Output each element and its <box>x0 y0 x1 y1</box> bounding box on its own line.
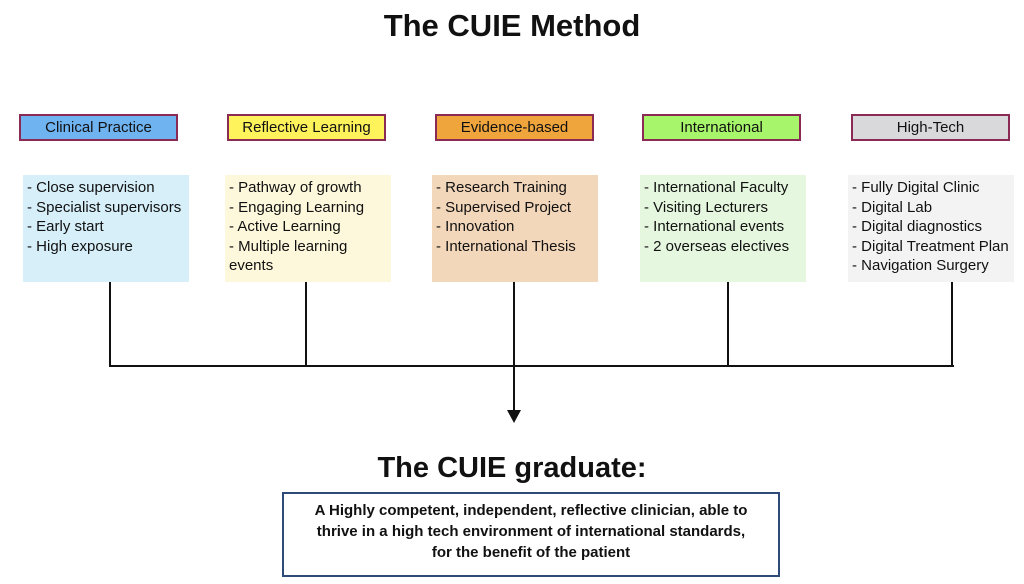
pillar-item: events <box>229 257 274 274</box>
graduate-description-box: A Highly competent, independent, reflect… <box>282 492 780 577</box>
pillar-item: - International Thesis <box>436 237 576 255</box>
pillar-item: - Specialist supervisors <box>27 198 182 216</box>
pillar-item: - Digital Lab <box>852 198 933 216</box>
pillar-item: - Research Training <box>436 179 567 196</box>
connector-vertical-line <box>305 282 307 367</box>
pillar-item: - Pathway of growth <box>229 179 362 196</box>
pillar-header: Clinical Practice <box>19 114 178 141</box>
diagram-title: The CUIE Method <box>383 8 641 43</box>
pillar-item: - International events <box>644 218 785 235</box>
pillar-item: - Multiple learning <box>229 237 348 255</box>
pillar-items-box: - International Faculty - Visiting Lectur… <box>640 175 806 282</box>
pillar-item: - Digital Treatment Plan <box>852 237 1009 255</box>
pillar-header: Evidence-based <box>435 114 594 141</box>
pillar-items-box: - Pathway of growth - Engaging Learning - … <box>225 175 391 282</box>
graduate-title: The CUIE graduate: <box>377 452 647 484</box>
pillar-item: - International Faculty <box>644 179 789 196</box>
pillar-item: - 2 overseas electives <box>644 237 790 255</box>
pillar-header: Reflective Learning <box>227 114 386 141</box>
connector-vertical-line <box>513 282 515 367</box>
connector-vertical-line <box>727 282 729 367</box>
pillar-items-box: - Close supervision - Specialist supervis… <box>23 175 189 282</box>
pillar-header: International <box>642 114 801 141</box>
pillar-item: - Digital diagnostics <box>852 218 983 235</box>
pillar-item: - Supervised Project <box>436 198 572 216</box>
pillar-items-box: - Fully Digital Clinic - Digital Lab - Dig… <box>848 175 1014 282</box>
pillar-item: - Engaging Learning <box>229 198 365 216</box>
graduate-line: thrive in a high tech environment of int… <box>316 523 746 540</box>
pillar-item: - Active Learning <box>229 218 341 235</box>
pillar-item: - High exposure <box>27 237 133 255</box>
connector-vertical-line <box>109 282 111 367</box>
pillar-items-box: - Research Training - Supervised Project -… <box>432 175 598 282</box>
graduate-line: for the benefit of the patient <box>431 544 631 561</box>
pillar-item: - Innovation <box>436 218 515 235</box>
pillar-item: - Early start <box>27 218 104 235</box>
pillar-item: - Visiting Lecturers <box>644 198 768 216</box>
pillar-header: High-Tech <box>851 114 1010 141</box>
pillar-item: - Fully Digital Clinic <box>852 179 980 196</box>
pillar-item: - Navigation Surgery <box>852 257 989 274</box>
pillar-item: - Close supervision <box>27 179 155 196</box>
arrow-down-icon <box>507 410 521 423</box>
arrow-shaft <box>513 365 515 412</box>
graduate-line: A Highly competent, independent, reflect… <box>314 502 748 519</box>
connector-horizontal-line <box>110 365 954 367</box>
connector-vertical-line <box>951 282 953 367</box>
